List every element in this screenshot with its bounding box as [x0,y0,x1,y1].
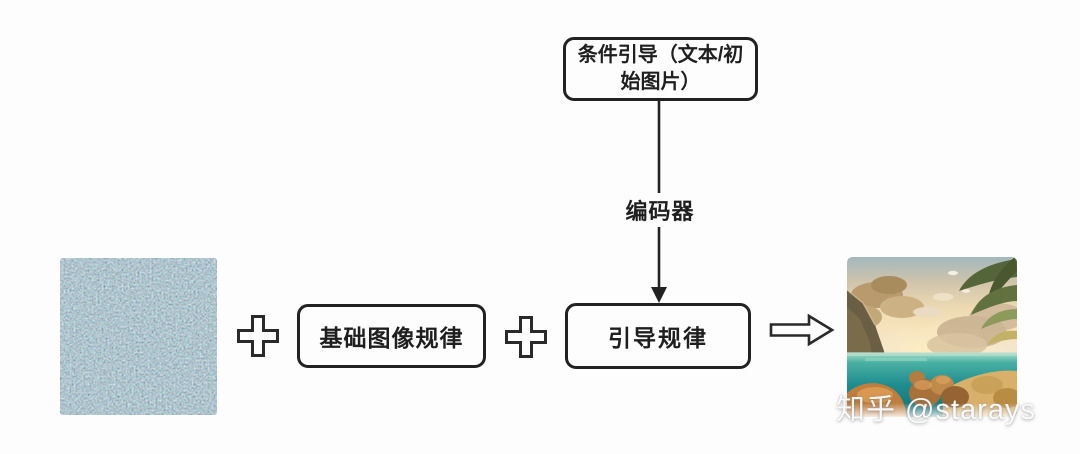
arrow-down-icon [651,100,667,303]
noise-texture [60,258,217,415]
random-noise-image [60,258,217,415]
condition-guidance-label: 条件引导（文本/初始图片） [577,44,744,93]
generated-landscape-image [847,257,1017,417]
guidance-rules-label: 引导规律 [608,325,708,351]
landscape-art [847,257,1017,417]
base-rules-label: 基础图像规律 [319,325,464,351]
condition-guidance-box: 条件引导（文本/初始图片） [563,37,758,101]
watermark: 知乎 @starays [836,394,1036,426]
base-rules-box: 基础图像规律 [297,304,486,368]
plus-icon [505,316,547,358]
plus-icon [237,315,279,357]
arrow-right-icon [769,313,835,347]
guidance-rules-box: 引导规律 [565,303,751,369]
encoder-label: 编码器 [625,199,695,224]
